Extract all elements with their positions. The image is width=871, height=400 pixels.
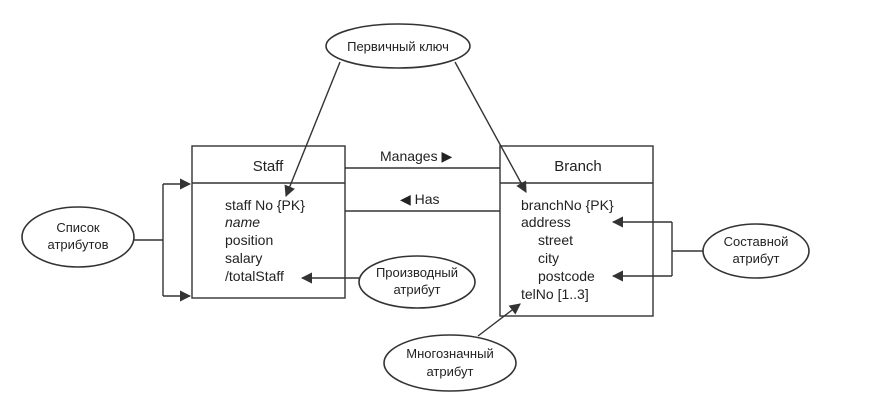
primary-key-arrow-branch — [454, 61, 527, 193]
derived-ellipse — [358, 255, 476, 309]
staff-attr-name: name — [225, 214, 260, 230]
staff-title: Staff — [253, 158, 284, 175]
derived-label-1: Производный — [376, 265, 458, 280]
note-primary-key: Первичный ключ — [284, 23, 527, 198]
note-attribute-list: Список атрибутов — [21, 178, 192, 302]
branch-class: Branch branchNo {PK} address street city… — [499, 145, 654, 317]
attribute-list-label-2: атрибутов — [48, 237, 109, 252]
note-derived-attribute: Производный атрибут — [300, 255, 476, 309]
staff-attr-totalstaff: /totalStaff — [225, 268, 284, 284]
association-has: ◀ Has — [345, 191, 500, 212]
branch-attr-street: street — [538, 232, 573, 248]
attribute-list-ellipse — [21, 206, 135, 268]
multivalued-ellipse — [383, 334, 517, 392]
primary-key-ellipse — [325, 23, 471, 69]
branch-class-box — [499, 145, 654, 317]
branch-attr-telno: telNo [1..3] — [521, 286, 589, 302]
branch-attr-postcode: postcode — [538, 268, 595, 284]
branch-title: Branch — [554, 158, 602, 175]
association-manages: Manages ▶ — [345, 148, 500, 169]
derived-label-2: атрибут — [393, 282, 440, 297]
has-label: ◀ Has — [400, 191, 440, 207]
staff-attr-staffno: staff No {PK} — [225, 197, 305, 213]
branch-attr-city: city — [538, 250, 559, 266]
attribute-list-label-1: Список — [56, 220, 100, 235]
staff-class-box — [191, 145, 346, 299]
branch-attr-branchno: branchNo {PK} — [521, 197, 614, 213]
staff-class: Staff staff No {PK} name position salary… — [191, 145, 346, 299]
composite-label-1: Составной — [724, 234, 789, 249]
staff-attr-salary: salary — [225, 250, 262, 266]
multivalued-arrow — [477, 303, 521, 337]
branch-attr-address: address — [521, 214, 571, 230]
primary-key-label: Первичный ключ — [347, 39, 449, 54]
multivalued-label-1: Многозначный — [406, 346, 493, 361]
multivalued-label-2: атрибут — [426, 364, 473, 379]
composite-label-2: атрибут — [732, 251, 779, 266]
note-composite-attribute: Составной атрибут — [611, 216, 810, 282]
staff-attr-position: position — [225, 232, 273, 248]
note-multivalued-attribute: Многозначный атрибут — [383, 303, 521, 392]
manages-label: Manages ▶ — [380, 148, 452, 164]
primary-key-arrow-staff — [284, 61, 341, 198]
